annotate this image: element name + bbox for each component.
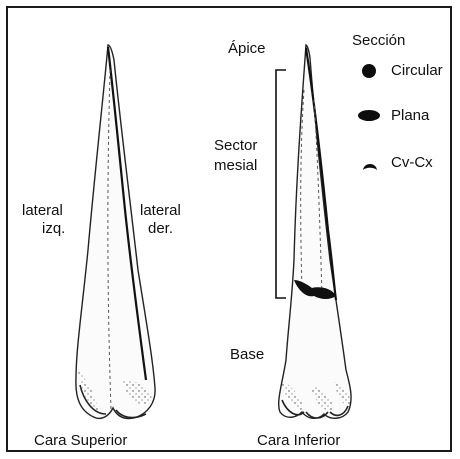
convex-concave-icon [362,160,378,172]
base-label: Base [230,346,264,363]
upper-face-drawing [76,45,155,419]
mesial-sector-bracket [276,70,286,298]
ellipse-icon [358,110,380,121]
legend-item-plana: Plana [391,107,429,124]
lateral-left-label-1: lateral [22,202,63,219]
lower-face-caption: Cara Inferior [257,432,340,449]
circle-icon [362,64,376,78]
legend-item-cv-cx: Cv-Cx [391,154,433,171]
legend-title: Sección [352,32,405,49]
mesial-sector-label-2: mesial [214,157,257,174]
lateral-left-label-2: izq. [42,220,65,237]
legend-item-circular: Circular [391,62,443,79]
lower-face-drawing [279,45,351,418]
lateral-right-label-2: der. [148,220,173,237]
apex-label: Ápice [228,40,266,57]
upper-face-caption: Cara Superior [34,432,127,449]
lateral-right-label-1: lateral [140,202,181,219]
mesial-sector-label-1: Sector [214,137,257,154]
